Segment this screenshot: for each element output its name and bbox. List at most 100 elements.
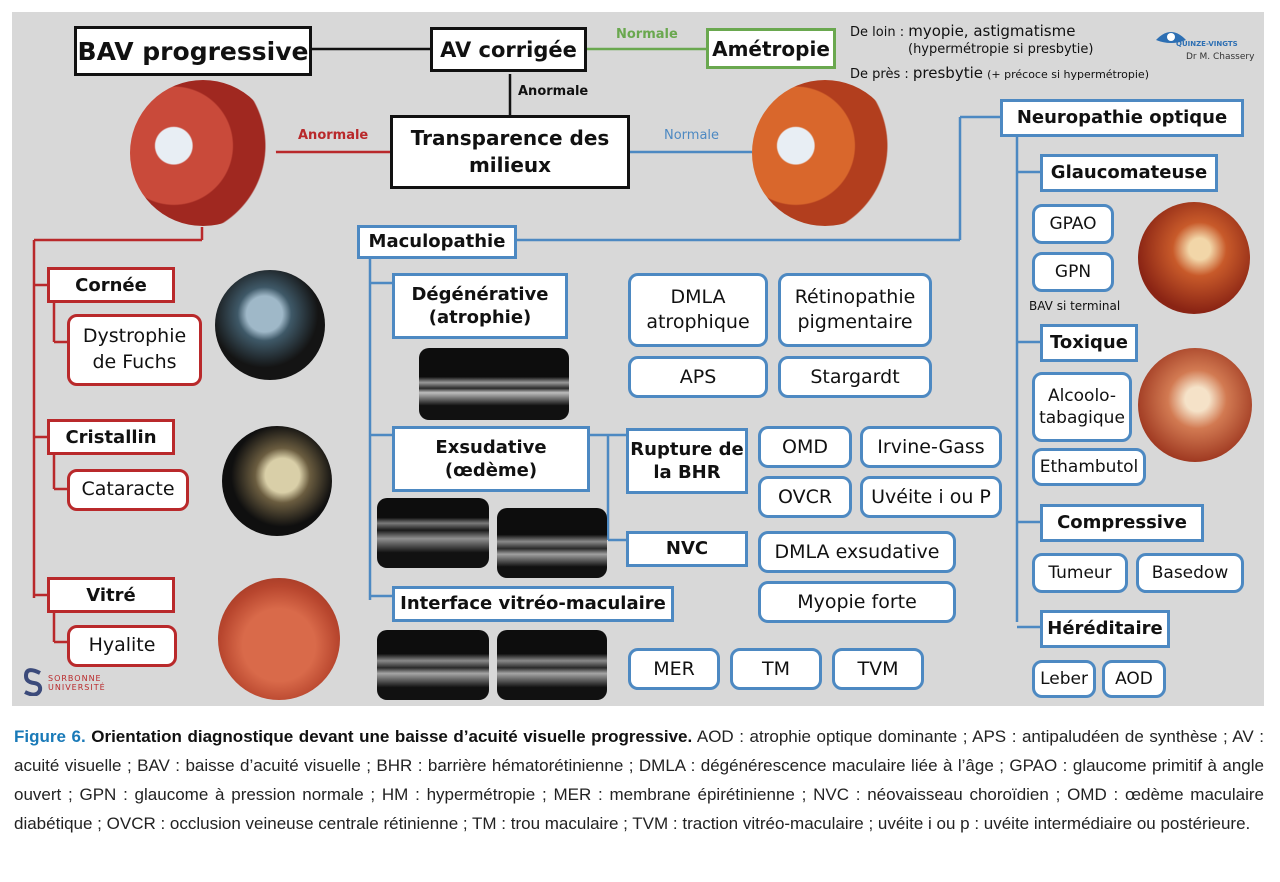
gpn-box: GPN [1032,252,1114,292]
ametropie-box: Amétropie [706,28,836,69]
tumeur-label: Tumeur [1048,562,1112,583]
glaucomateuse-box: Glaucomateuse [1040,154,1218,192]
mer-box: MER [628,648,720,690]
quinze-vingts-logo: QUINZE-VINGTS Dr M. Chassery [1146,24,1256,68]
cataracte-label: Cataracte [81,478,175,501]
retinopathie-label: Rétinopathie pigmentaire [794,286,916,333]
figure-legend-text: AOD : atrophie optique dominante ; APS :… [14,727,1264,833]
edge-label-anormale-red: Anormale [298,128,369,143]
dmla-atrophique-label: DMLA atrophique [646,286,750,333]
compressive-label: Compressive [1057,512,1187,534]
flowchart-diagram: BAV progressive AV corrigée Amétropie Tr… [12,12,1264,706]
cornee-box: Cornée [47,267,175,303]
aps-box: APS [628,356,768,398]
sorbonne-line2: UNIVERSITÉ [48,683,106,692]
gpn-label: GPN [1054,261,1092,282]
aod-box: AOD [1102,660,1166,698]
rupture-bhr-box: Rupture de la BHR [626,428,748,494]
cristallin-label: Cristallin [65,426,157,448]
oct-interface-image-1 [377,630,489,700]
hyalite-label: Hyalite [88,634,156,657]
oct-edema-image-2 [497,508,607,578]
oct-interface-image-2 [497,630,607,700]
logo-qv-author: Dr M. Chassery [1186,52,1255,62]
lens-photo [222,426,332,536]
uveite-label: Uvéite i ou P [871,485,991,508]
note-pres: De près : presbytie (+ précoce si hyperm… [850,64,1149,82]
stargardt-label: Stargardt [810,365,900,388]
dmla-exsudative-box: DMLA exsudative [758,531,956,573]
maculopathie-label: Maculopathie [368,231,506,253]
bav-terminal-note: BAV si terminal [1029,299,1121,313]
retinopathie-box: Rétinopathie pigmentaire [778,273,932,347]
myopie-forte-label: Myopie forte [797,590,917,613]
leber-box: Leber [1032,660,1096,698]
oct-atrophy-image [419,348,569,420]
eye-anatomy-red-image [130,80,276,226]
ametropie-label: Amétropie [712,36,830,61]
edge-label-normale-blue: Normale [664,128,720,143]
sorbonne-s-icon [23,668,43,697]
edge-label-normale-green: Normale [616,27,678,42]
exsudative-box: Exsudative (œdème) [392,426,590,492]
sorbonne-line1: SORBONNE [48,674,102,683]
aps-label: APS [679,365,717,388]
exsudative-label: Exsudative (œdème) [435,436,547,481]
omd-label: OMD [782,435,828,458]
hyalite-box: Hyalite [67,625,177,667]
note-pres-prefix: De près : [850,67,909,82]
edge-label-anormale-black: Anormale [518,84,589,99]
glaucomateuse-label: Glaucomateuse [1050,162,1208,184]
figure-title: Orientation diagnostique devant une bais… [91,727,693,746]
hereditaire-label: Héréditaire [1047,618,1163,640]
cristallin-box: Cristallin [47,419,175,455]
irvine-gass-label: Irvine-Gass [877,435,985,458]
mer-label: MER [653,657,695,680]
vitreous-photo [218,578,340,700]
compressive-box: Compressive [1040,504,1204,542]
ovcr-box: OVCR [758,476,852,518]
note-pres-sub: (+ précoce si hypermétropie) [987,68,1149,81]
alcoolo-box: Alcoolo-tabagique [1032,372,1132,442]
aod-label: AOD [1115,668,1153,689]
transparence-label: Transparence des milieux [410,126,610,177]
ovcr-label: OVCR [777,485,833,508]
nvc-label: NVC [665,538,709,560]
fuchs-box: Dystrophie de Fuchs [67,314,202,386]
stargardt-box: Stargardt [778,356,932,398]
neuropathie-label: Neuropathie optique [1016,107,1228,129]
gpao-box: GPAO [1032,204,1114,244]
hereditaire-box: Héréditaire [1040,610,1170,648]
av-corrigee-label: AV corrigée [440,37,577,62]
maculopathie-box: Maculopathie [357,225,517,259]
sorbonne-logo: SORBONNE UNIVERSITÉ [22,668,132,700]
oct-edema-image-1 [377,498,489,568]
note-loin: De loin : myopie, astigmatisme [850,22,1075,40]
connector-lines [32,47,1040,644]
cornee-label: Cornée [75,274,147,296]
tm-label: TM [762,657,790,680]
uveite-box: Uvéite i ou P [860,476,1002,518]
dmla-exsudative-label: DMLA exsudative [774,540,940,563]
degenerative-label: Dégénérative (atrophie) [411,283,549,328]
note-loin-text: myopie, astigmatisme [908,22,1076,40]
ethambutol-label: Ethambutol [1039,456,1139,477]
basedow-label: Basedow [1151,562,1229,583]
figure-caption: Figure 6. Orientation diagnostique devan… [14,722,1264,838]
vitre-label: Vitré [86,584,136,606]
transparence-box: Transparence des milieux [390,115,630,189]
eye-anatomy-blue-image [752,80,898,226]
degenerative-box: Dégénérative (atrophie) [392,273,568,339]
optic-disc-toxic-photo [1138,348,1252,462]
fuchs-label: Dystrophie de Fuchs [82,325,187,373]
ethambutol-box: Ethambutol [1032,448,1146,486]
figure-number: Figure 6. [14,727,86,746]
leber-label: Leber [1040,668,1088,689]
omd-box: OMD [758,426,852,468]
interface-label: Interface vitréo-maculaire [400,593,666,615]
note-loin-prefix: De loin : [850,25,905,40]
note-loin-sub: (hypermétropie si presbytie) [908,42,1094,57]
irvine-gass-box: Irvine-Gass [860,426,1002,468]
tm-box: TM [730,648,822,690]
tvm-label: TVM [857,657,899,680]
